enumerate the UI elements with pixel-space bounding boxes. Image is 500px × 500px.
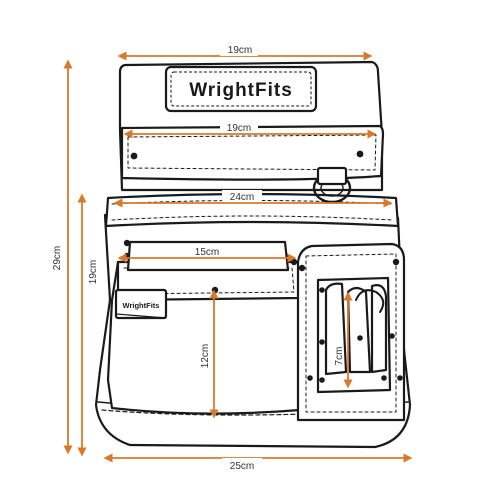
label-front-pocket-width: 15cm bbox=[195, 247, 219, 258]
label-total-height: 29cm bbox=[52, 246, 63, 270]
logo-plate: WrightFits bbox=[164, 65, 318, 113]
flap bbox=[120, 124, 385, 181]
rivet bbox=[357, 335, 363, 341]
label-tool-pocket-height: 7cm bbox=[334, 347, 345, 366]
rivet bbox=[319, 287, 325, 293]
tool-holder-right bbox=[370, 284, 388, 374]
rivet bbox=[356, 150, 364, 158]
belt-stitch-bottom bbox=[111, 215, 393, 221]
rivet bbox=[397, 375, 403, 381]
pouch-outline bbox=[94, 60, 412, 449]
rivet bbox=[381, 375, 387, 381]
label-front-pocket-height: 12cm bbox=[200, 344, 211, 368]
rivet bbox=[211, 286, 219, 294]
rivet bbox=[123, 239, 131, 247]
rivet bbox=[319, 377, 325, 383]
rivet bbox=[290, 258, 298, 266]
brand-tag bbox=[114, 288, 168, 320]
rivet bbox=[130, 152, 138, 160]
tool-pocket-stitch bbox=[305, 253, 397, 413]
rivet bbox=[389, 333, 395, 339]
label-top-width: 19cm bbox=[228, 45, 252, 56]
brand-tag-fold bbox=[115, 313, 167, 319]
rivet bbox=[392, 258, 400, 266]
tool-holder-slot bbox=[346, 286, 372, 374]
rivet bbox=[307, 375, 313, 381]
label-flap-width: 19cm bbox=[227, 123, 251, 134]
label-bottom-width: 25cm bbox=[230, 461, 254, 472]
label-belt-width: 24cm bbox=[230, 192, 254, 203]
label-body-height: 19cm bbox=[88, 260, 99, 284]
rivet bbox=[319, 339, 325, 345]
measure-lines bbox=[63, 51, 413, 463]
brand-tag-text: WrightFits bbox=[123, 301, 160, 310]
rivet bbox=[298, 264, 306, 272]
d-ring-tab bbox=[316, 166, 348, 186]
hook-loop bbox=[355, 289, 385, 313]
brand-logo: WrightFits bbox=[189, 80, 293, 101]
